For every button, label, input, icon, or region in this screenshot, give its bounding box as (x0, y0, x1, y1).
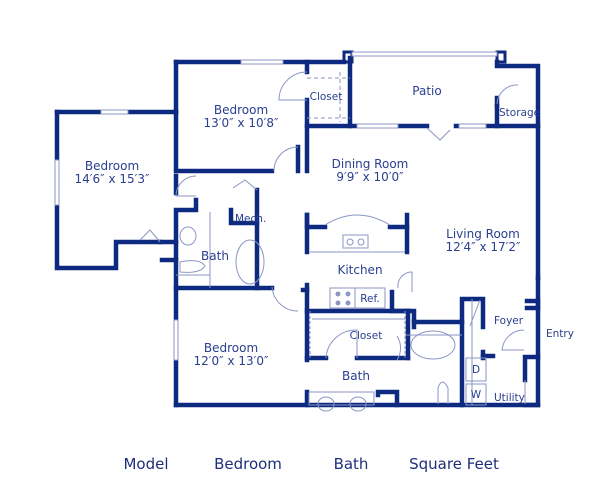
footer-model: Model (123, 455, 169, 473)
room-name: Dining Room (331, 157, 409, 171)
room-dimensions: 13′0″ x 10′8″ (203, 116, 279, 130)
floor-plan: Bedroom 14′6″ x 15′3″ Bedroom 13′0″ x 10… (54, 50, 574, 412)
room-patio: Patio (412, 84, 442, 98)
plan-summary: Model Bedroom Bath Square Feet (0, 455, 600, 477)
room-kitchen: Kitchen (337, 263, 383, 277)
room-closet-top: Closet (309, 91, 343, 103)
room-bedroom-2: Bedroom 13′0″ x 10′8″ (204, 104, 279, 130)
room-dimensions: 12′4″ x 17′2″ (445, 240, 521, 254)
room-bath-2: Bath (342, 369, 370, 383)
room-name: Living Room (446, 227, 520, 241)
appliance-ref: Ref. (360, 293, 380, 305)
room-dimensions: 12′0″ x 13′0″ (193, 354, 269, 368)
room-name: Bedroom (84, 159, 140, 173)
room-storage: Storage (499, 107, 541, 119)
footer-bath: Bath (333, 455, 369, 473)
room-bedroom-3: Bedroom 12′0″ x 13′0″ (194, 342, 269, 368)
room-living: Living Room 12′4″ x 17′2″ (446, 228, 521, 254)
room-mech: Mech. (235, 213, 267, 225)
room-dining: Dining Room 9′9″ x 10′0″ (332, 158, 409, 184)
room-name: Bedroom (213, 103, 269, 117)
appliance-dryer: D (471, 364, 481, 376)
room-bath-1: Bath (201, 249, 229, 263)
footer-bedroom: Bedroom (214, 455, 282, 473)
room-closet-mid: Closet (349, 330, 383, 342)
footer-square-feet: Square Feet (409, 455, 499, 473)
room-bedroom-1: Bedroom 14′6″ x 15′3″ (75, 160, 150, 186)
appliance-washer: W (470, 389, 482, 401)
room-entry: Entry (546, 328, 574, 340)
room-dimensions: 9′9″ x 10′0″ (336, 170, 404, 184)
room-dimensions: 14′6″ x 15′3″ (74, 172, 150, 186)
floor-plan-walls (54, 50, 541, 412)
room-foyer: Foyer (494, 315, 524, 327)
room-utility: Utility (494, 392, 525, 404)
room-name: Bedroom (203, 341, 259, 355)
